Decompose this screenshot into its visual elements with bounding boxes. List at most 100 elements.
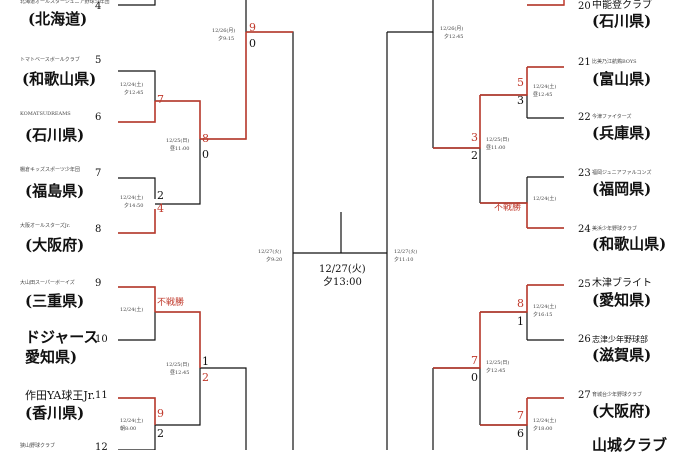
match-date: 12/24(土) xyxy=(120,195,144,201)
score: 7 xyxy=(471,354,478,367)
team-name-21: 比美乃江航鶏BOYS xyxy=(592,59,637,65)
team-name-22: 今津ファイターズ xyxy=(592,114,632,120)
seed-9: 9 xyxy=(95,278,102,289)
score: 1 xyxy=(517,315,524,328)
match-date: 12/25(日) xyxy=(486,137,510,143)
match-time: 朝8:00 xyxy=(120,426,137,432)
seed-4: 4 xyxy=(95,1,102,12)
match-date: 12/25(日) xyxy=(166,138,190,144)
seed-5: 5 xyxy=(95,55,102,66)
pref-27: (大阪府) xyxy=(592,402,652,420)
seed-8: 8 xyxy=(95,224,102,235)
team-name-7: 棚倉キッズスポーツ少年団 xyxy=(20,167,80,173)
match-time: 昼12:45 xyxy=(170,370,190,376)
match-date: 12/24(土) xyxy=(533,304,557,310)
match-time: 昼11:00 xyxy=(486,145,506,151)
match-date: 12/24(土) xyxy=(120,418,144,424)
match-date: 12/24(土) xyxy=(533,196,557,202)
match-time: 昼12:45 xyxy=(533,92,553,98)
score: 9 xyxy=(157,407,164,420)
team-name-27: 育城台少年野球クラブ xyxy=(592,392,643,398)
winner-line xyxy=(155,100,201,139)
pref-20: (石川県) xyxy=(592,12,652,30)
team-name-6: KOMATSUDREAMS xyxy=(20,111,71,117)
winner-line xyxy=(433,95,481,149)
match-date: 12/24(土) xyxy=(120,307,144,313)
pref-23: (福岡県) xyxy=(592,180,652,198)
pref-6: (石川県) xyxy=(25,126,85,144)
match-time: 夕12:45 xyxy=(486,368,506,374)
seed-20: 20 xyxy=(578,1,591,12)
bracket-line xyxy=(155,139,201,205)
seed-21: 21 xyxy=(578,57,591,68)
seed-24: 24 xyxy=(578,224,591,235)
score: 9 xyxy=(249,21,256,34)
team-name-10: ドジャース xyxy=(25,328,99,346)
score: 8 xyxy=(517,297,524,310)
pref-24: (和歌山県) xyxy=(592,235,667,253)
pref-10: 愛知県) xyxy=(25,348,78,366)
bracket-line xyxy=(200,367,247,450)
score: 2 xyxy=(157,189,164,202)
pref-21: (富山県) xyxy=(592,70,652,88)
bracket-line xyxy=(480,177,528,204)
seed-10: 10 xyxy=(95,334,108,345)
seed-7: 7 xyxy=(95,168,102,179)
score: 7 xyxy=(157,93,164,106)
pref-4: (北海道) xyxy=(28,10,88,28)
bracket-line xyxy=(118,209,156,234)
score: 5 xyxy=(517,76,524,89)
winner-line xyxy=(200,32,247,140)
winner-line xyxy=(118,397,156,425)
seed-23: 23 xyxy=(578,168,591,179)
pref-25: (愛知県) xyxy=(592,291,652,309)
bracket-line xyxy=(387,0,434,33)
walkover-label: 不戦勝 xyxy=(494,203,522,213)
score: 0 xyxy=(471,371,478,384)
pref-7: (福島県) xyxy=(25,182,85,200)
score: 6 xyxy=(517,427,524,440)
team-note-top: 北海道オールスタージュニア野球少年団 xyxy=(20,0,110,5)
match-time: 夕14:50 xyxy=(124,203,144,209)
team-name-23: 福岡ジュニアファルコンズ xyxy=(592,170,652,176)
score: 0 xyxy=(202,148,209,161)
bracket-line xyxy=(118,177,156,199)
team-name-12: 狭山野球クラブ xyxy=(20,443,56,449)
team-name-5: トマトベースボールクラブ xyxy=(20,57,80,63)
match-time: 夕12:45 xyxy=(124,90,144,96)
seed-12: 12 xyxy=(95,442,108,453)
bracket-line xyxy=(155,311,201,368)
match-time: 夕11:10 xyxy=(394,257,414,263)
match-time: 夕12:45 xyxy=(444,34,464,40)
winner-line xyxy=(480,67,528,96)
pref-22: (兵庫県) xyxy=(592,124,652,142)
winner-line xyxy=(527,0,565,6)
bracket-line xyxy=(200,0,247,140)
winner-line xyxy=(118,286,156,312)
team-name-11: 作田YA球王Jr. xyxy=(25,389,96,402)
seed-6: 6 xyxy=(95,112,102,123)
match-date: 12/24(土) xyxy=(120,82,144,88)
score: 7 xyxy=(517,409,524,422)
seed-22: 22 xyxy=(578,112,591,123)
match-date: 12/27(火) xyxy=(394,249,418,255)
match-time: 夕18:00 xyxy=(533,426,553,432)
pref-26: (滋賀県) xyxy=(592,346,652,364)
bracket-line xyxy=(118,0,156,6)
score: 0 xyxy=(249,37,256,50)
match-date: 12/27(火) xyxy=(258,249,282,255)
score: 2 xyxy=(471,149,478,162)
score: 2 xyxy=(202,371,209,384)
final-time: 夕13:00 xyxy=(323,277,362,288)
bracket-line xyxy=(118,425,156,450)
score: 2 xyxy=(157,427,164,440)
team-name-26: 志津少年野球部 xyxy=(592,335,648,344)
match-time: 夕9:20 xyxy=(266,257,283,263)
bracket-line xyxy=(118,70,156,101)
team-name-9: 大山田スーパーボーイズ xyxy=(20,280,75,286)
seed-11: 11 xyxy=(95,390,108,401)
bracket-line xyxy=(118,101,156,123)
team-name-24: 美浜少年野球クラブ xyxy=(592,226,638,232)
match-date: 12/25(日) xyxy=(166,362,190,368)
